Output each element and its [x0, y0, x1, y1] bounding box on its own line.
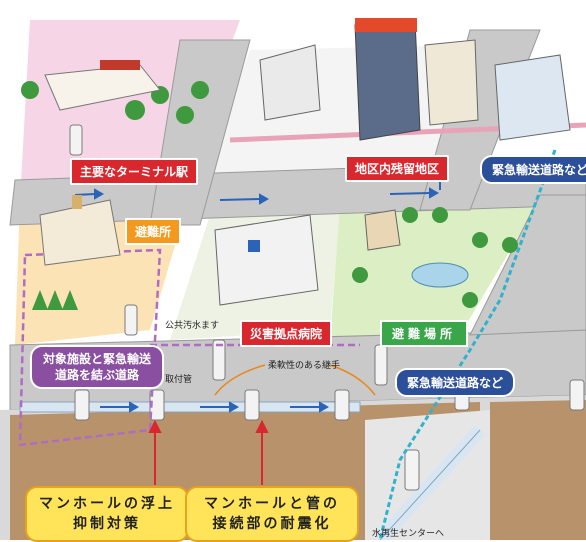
- manhole: [334, 389, 350, 421]
- trench-cut: [365, 410, 490, 540]
- trees: [21, 81, 518, 310]
- office-1: [259, 44, 321, 121]
- office-2: [424, 39, 479, 126]
- flow-arrows: [74, 170, 441, 413]
- label-emergency-road-top: 緊急輸送道路など: [480, 155, 586, 184]
- label-emergency-road-mid: 緊急輸送道路など: [395, 368, 516, 397]
- manhole: [149, 389, 165, 421]
- label-terminal-station: 主要なターミナル駅: [70, 158, 199, 185]
- label-public-sewer-basin: 公共汚水ます: [165, 321, 220, 331]
- fountain: [411, 262, 469, 288]
- label-district-area: 地区内残留地区: [345, 155, 450, 182]
- manhole: [374, 344, 388, 386]
- soil-right: [490, 400, 586, 540]
- label-connecting-road: 対象施設と緊急輸送道路を結ぶ道路: [30, 345, 164, 389]
- callout-manhole-pipe-seismic: マンホールと管の接続部の耐震化: [185, 486, 359, 542]
- manhole: [124, 304, 138, 336]
- manhole: [69, 124, 83, 156]
- leader-lines: [214, 364, 376, 396]
- label-shelter-park: 避難場所: [380, 320, 469, 347]
- manhole: [244, 389, 260, 421]
- manhole: [74, 389, 90, 421]
- hospital-building: [214, 214, 319, 306]
- school-building: [39, 199, 121, 266]
- label-disaster-hospital: 災害拠点病院: [240, 320, 333, 347]
- buildings: [39, 18, 571, 306]
- label-to-water-center: 水再生センターへ: [372, 529, 445, 539]
- manholes: [69, 124, 585, 491]
- office-3: [494, 54, 571, 141]
- label-flexible-joint: 柔軟性のある継手: [268, 361, 341, 371]
- tower: [354, 19, 421, 141]
- callout-pointers: [148, 419, 269, 485]
- manhole: [569, 379, 585, 411]
- manhole: [404, 449, 420, 491]
- emergency-road-outline: [378, 149, 557, 540]
- park-pavilion: [364, 209, 401, 251]
- label-intake-pipe: 取付管: [165, 375, 193, 385]
- label-shelter-school: 避難所: [125, 218, 182, 245]
- manhole: [212, 339, 226, 381]
- callout-manhole-uplift: マンホールの浮上抑制対策: [25, 486, 189, 542]
